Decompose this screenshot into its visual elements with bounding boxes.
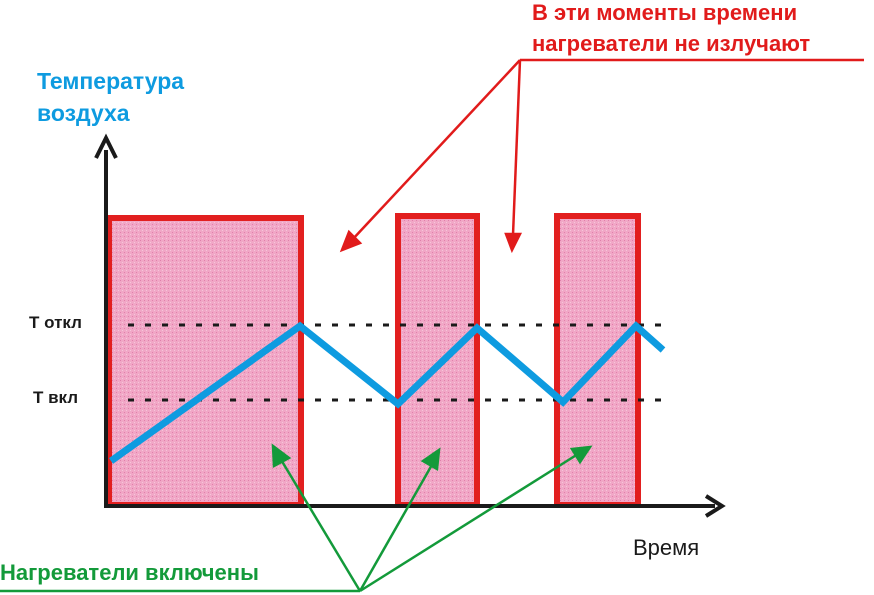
- no-radiation-label-line1: В эти моменты времени: [532, 0, 797, 25]
- heater-on-period-1: [106, 215, 304, 508]
- no-radiation-arrows: [339, 58, 864, 254]
- y-axis-label-line1: Температура: [37, 68, 184, 94]
- temperature-curve: [108, 321, 666, 464]
- x-axis-label: Время: [633, 535, 699, 560]
- heater-on-period-3: [554, 213, 641, 508]
- heaters-on-arrows: [0, 443, 593, 593]
- y-axis: [94, 133, 118, 508]
- heaters-on-label: Нагреватели включены: [0, 560, 259, 585]
- t-on-label: T вкл: [33, 388, 78, 407]
- t-off-label: T откл: [29, 313, 82, 332]
- y-axis-label-line2: воздуха: [37, 100, 130, 126]
- no-radiation-label-line2: нагреватели не излучают: [532, 31, 810, 56]
